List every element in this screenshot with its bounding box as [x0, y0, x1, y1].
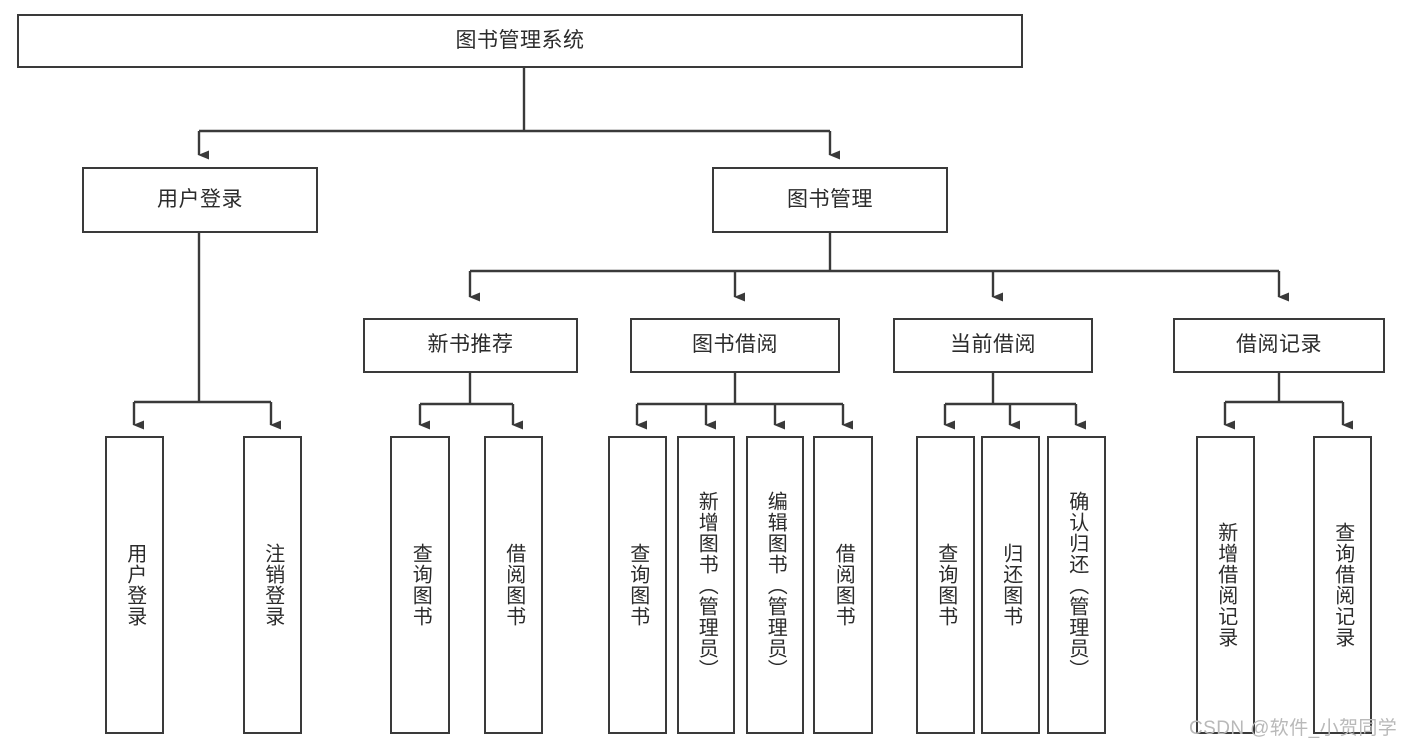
node-new-book-recommend-label: 新书推荐 — [427, 333, 514, 357]
leaf-query-book-newbook[interactable]: 查询图书 — [390, 436, 450, 734]
leaf-return-book[interactable]: 归还图书 — [981, 436, 1040, 734]
leaf-add-borrow-record[interactable]: 新增借阅记录 — [1196, 436, 1255, 734]
node-book-management[interactable]: 图书管理 — [712, 167, 948, 233]
node-borrow-records[interactable]: 借阅记录 — [1173, 318, 1385, 373]
leaf-query-book-newbook-label: 查询图书 — [409, 543, 432, 627]
leaf-query-borrow-record-label: 查询借阅记录 — [1331, 522, 1354, 648]
leaf-query-book-borrow[interactable]: 查询图书 — [608, 436, 667, 734]
leaf-confirm-return-admin[interactable]: 确认归还（管理员） — [1047, 436, 1106, 734]
leaf-add-borrow-record-label: 新增借阅记录 — [1214, 522, 1237, 648]
node-borrow-records-label: 借阅记录 — [1236, 333, 1322, 357]
leaf-add-book-admin[interactable]: 新增图书（管理员） — [677, 436, 735, 734]
node-new-book-recommend[interactable]: 新书推荐 — [363, 318, 578, 373]
leaf-return-book-label: 归还图书 — [999, 543, 1022, 627]
node-book-borrow[interactable]: 图书借阅 — [630, 318, 840, 373]
leaf-borrow-book-newbook-label: 借阅图书 — [502, 543, 525, 627]
leaf-user-login[interactable]: 用户登录 — [105, 436, 164, 734]
leaf-borrow-book-borrow[interactable]: 借阅图书 — [813, 436, 873, 734]
node-current-borrow[interactable]: 当前借阅 — [893, 318, 1093, 373]
node-user-login-label: 用户登录 — [157, 187, 243, 211]
leaf-query-book-current-label: 查询图书 — [934, 543, 957, 627]
leaf-edit-book-admin-label: 编辑图书（管理员） — [764, 490, 787, 680]
leaf-query-borrow-record[interactable]: 查询借阅记录 — [1313, 436, 1372, 734]
leaf-add-book-admin-label: 新增图书（管理员） — [695, 490, 718, 680]
node-book-borrow-label: 图书借阅 — [692, 333, 778, 357]
leaf-user-login-label: 用户登录 — [123, 543, 146, 627]
leaf-query-book-current[interactable]: 查询图书 — [916, 436, 975, 734]
leaf-logout-label: 注销登录 — [261, 543, 284, 627]
leaf-edit-book-admin[interactable]: 编辑图书（管理员） — [746, 436, 804, 734]
leaf-confirm-return-admin-label: 确认归还（管理员） — [1065, 490, 1088, 680]
leaf-borrow-book-borrow-label: 借阅图书 — [832, 543, 855, 627]
node-current-borrow-label: 当前借阅 — [950, 333, 1036, 357]
leaf-query-book-borrow-label: 查询图书 — [626, 543, 649, 627]
node-user-login[interactable]: 用户登录 — [82, 167, 318, 233]
node-root-label: 图书管理系统 — [455, 28, 585, 52]
leaf-logout[interactable]: 注销登录 — [243, 436, 302, 734]
node-root[interactable]: 图书管理系统 — [17, 14, 1023, 68]
leaf-borrow-book-newbook[interactable]: 借阅图书 — [484, 436, 543, 734]
node-book-management-label: 图书管理 — [787, 187, 873, 211]
